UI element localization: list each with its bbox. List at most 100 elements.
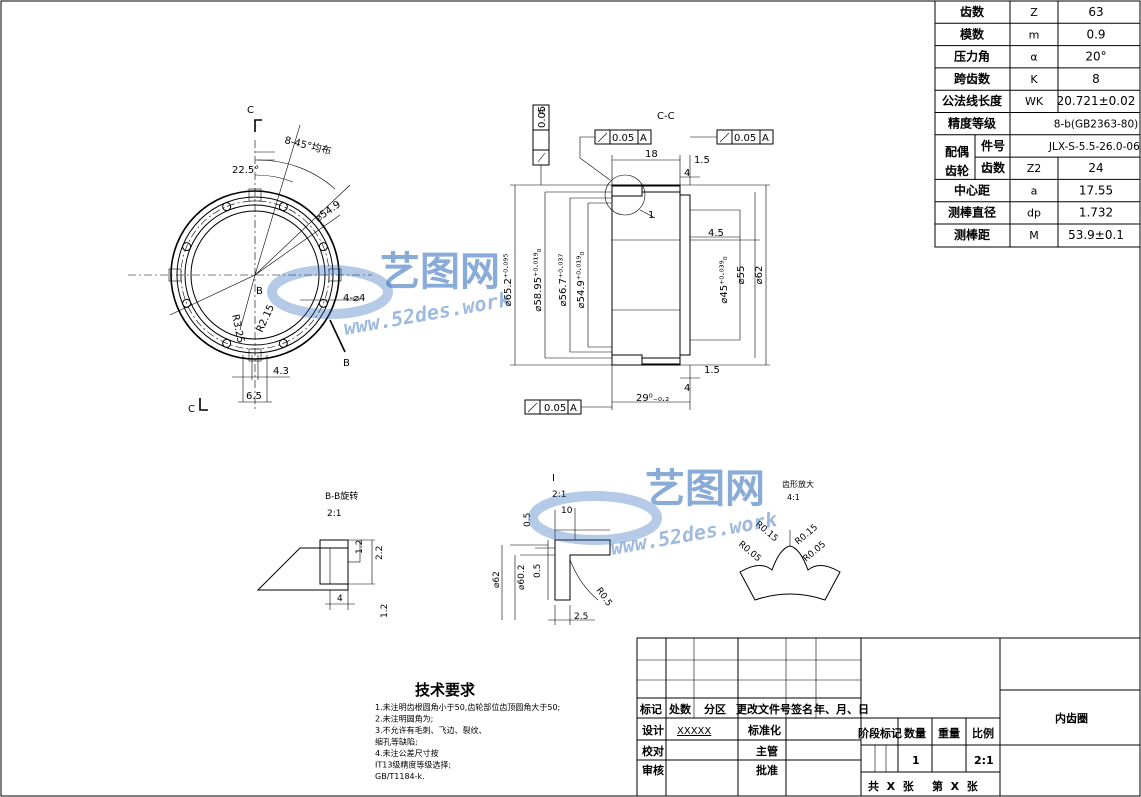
param-value-4: 20.721±0.02 [1057,94,1136,108]
tb-scale: 比例 [972,726,994,740]
param-value-8: 17.55 [1079,183,1113,197]
bolt-hole [222,202,232,212]
watermark-brand-2: 艺图网 [645,466,765,512]
angle-22-5-label: 22.5° [232,165,259,176]
tb-qty: 数量 [904,726,926,740]
param-value-9: 1.732 [1079,206,1113,220]
param-value-2: 20° [1085,50,1106,64]
dim-dia-55: ⌀55 [736,266,747,285]
svg-text:0.05: 0.05 [544,403,566,414]
tb-date: 年、月、日 [814,702,869,716]
tolerance-frame-bottom: 0.05 A [524,399,612,415]
note-line: IT13级精度等级选择; [375,760,451,770]
tb-count: 处数 [668,702,692,716]
tb-sheet-no: 第 X 张 [932,779,979,793]
tolerance-frame-top-right: 0.05 A [690,129,774,145]
note-line: 3.不允许有毛刺、飞边、裂纹、 [375,725,487,735]
param-symbol-1: m [1029,28,1040,41]
mating-gear-label-1: 配偶 [945,144,969,159]
section-mark-c-bottom: C [188,404,195,415]
param-name-3: 跨齿数 [954,71,991,86]
technical-requirements: 技术要求 1.未注明齿根圆角小于50,齿轮部位齿顶圆角大于50;2.未注明圆角为… [375,681,560,781]
section-mark-c-top: C [247,105,254,116]
tb-designer: XXXXX [677,726,711,737]
param-name-2: 压力角 [954,49,990,64]
dim-dia-62: ⌀62 [754,266,765,285]
dim-4-3-label: 4.3 [273,366,289,377]
svg-text:A: A [538,108,548,115]
tooth-r0-05-right: R0.05 [802,540,829,565]
svg-text:A: A [570,403,577,414]
param-value-3: 8 [1092,72,1100,86]
tb-approve: 批准 [756,763,778,777]
dia-54-9-label: ⌀54.9 [313,199,342,224]
bb-dim-1-2b: 1.2 [380,604,390,618]
notch [248,188,262,202]
notch [168,268,182,282]
bolt-hole [278,338,288,348]
param-value-0: 63 [1088,5,1103,19]
dim-1-5-bottom: 1.5 [704,365,720,376]
dim-dia-54-9: ⌀54.9⁺⁰·⁰¹⁹₀ [576,252,587,309]
bb-title: B-B旋转 [325,490,358,502]
detail-1-label: 1 [648,210,654,221]
detail-i-title: I [552,473,555,484]
detail-dim-0-5b: 0.5 [533,564,543,578]
tb-scale-value: 2:1 [974,754,994,767]
bolt-hole [278,202,288,212]
title-block: 标记 处数 分区 更改文件号 签名 年、月、日 设计 XXXXX 标准化 校对 … [636,637,1141,797]
param-value-7: 24 [1088,161,1103,175]
tooth-scale: 4:1 [787,493,800,502]
param-symbol-10: M [1029,229,1039,242]
dim-4-5: 4.5 [708,228,724,239]
notes-title: 技术要求 [415,681,476,699]
param-name-7: 齿数 [981,160,1006,175]
notch [328,268,342,282]
section-title-cc: C-C [657,111,675,122]
dim-4-bottom: 4 [684,383,690,394]
svg-text:0.05: 0.05 [734,133,756,144]
detail-dim-10: 10 [561,506,573,516]
tb-weight: 重量 [938,726,960,740]
bolt-hole [318,298,328,308]
tb-total-sheets: 共 X 张 [868,779,915,793]
watermark-upper: 艺图网 www.52des.work [267,249,513,340]
param-value-6: JLX-S-5.5-26.0-06. [1048,141,1141,153]
mating-gear-label-2: 齿轮 [945,163,970,178]
tolerance-frame-left-top: 0.05 A [532,104,550,185]
dim-4-top: 4 [684,168,690,179]
tb-change-doc: 更改文件号 [736,702,791,716]
param-name-10: 测棒距 [954,227,990,242]
param-value-10: 53.9±0.1 [1068,228,1124,242]
detail-dim-dia-62: ⌀62 [492,571,502,588]
tb-sign: 签名 [790,702,813,716]
bb-scale: 2:1 [327,509,341,519]
note-line: 4.未注公差尺寸按 [375,748,439,758]
dim-dia-65-2: ⌀65.2⁺⁰·⁰⁹⁵ [503,254,514,307]
tb-mark: 标记 [639,702,662,716]
holes-4-label: 4-⌀4 [343,293,365,304]
bolt-hole [318,242,328,252]
tb-part-name: 内齿圈 [1055,711,1088,725]
param-name-1: 模数 [960,26,985,41]
param-name-5: 精度等级 [948,116,996,131]
note-line: 1.未注明齿根圆角小于50,齿轮部位齿顶圆角大于50; [375,702,560,712]
param-name-4: 公法线长度 [942,93,1003,108]
note-line: 缩孔等缺陷; [375,737,418,747]
bolt-hole [182,242,192,252]
param-value-1: 0.9 [1086,27,1105,41]
dim-dia-58-95: ⌀58.95⁺⁰·⁰¹⁹₀ [533,248,544,311]
dim-1-5-top: 1.5 [694,155,710,166]
section-b-top: B [256,286,263,297]
r2-15-label: R2.15 [255,303,277,334]
tb-stage-mark: 阶段标记 [858,726,902,740]
param-name-6: 件号 [981,138,1005,153]
param-symbol-2: α [1030,51,1037,64]
param-symbol-0: Z [1030,6,1038,19]
detail-dim-0-5a: 0.5 [523,513,533,527]
detail-dim-dia-60-2: ⌀60.2 [517,565,527,590]
tooth-title: 齿形放大 [782,479,814,489]
dim-dia-56-7: ⌀56.7⁺⁰·⁰³⁷ [558,254,569,307]
